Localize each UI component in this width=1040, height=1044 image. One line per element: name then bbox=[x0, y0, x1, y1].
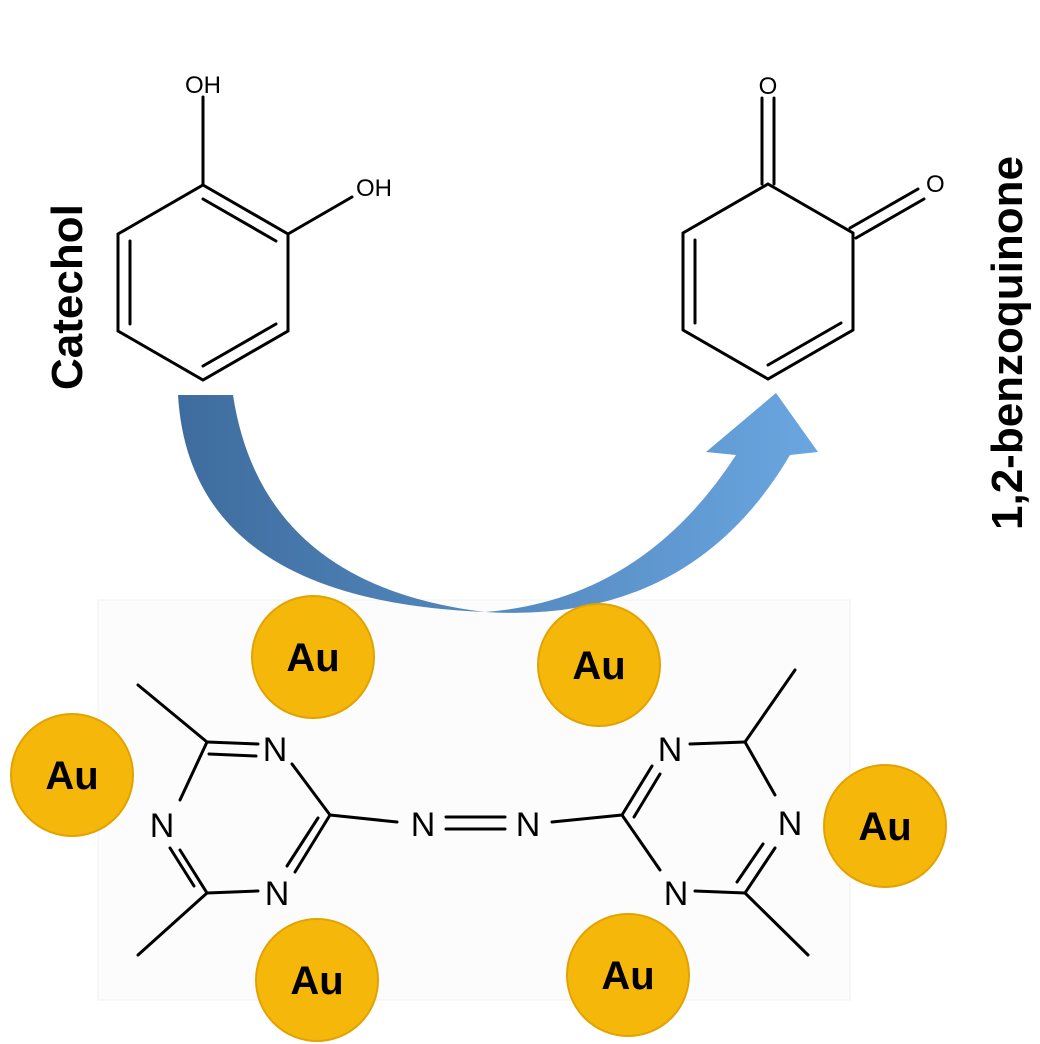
right-ring-n-top: N bbox=[658, 731, 683, 769]
gold-particle: Au bbox=[10, 713, 134, 837]
catechol-structure: OH OH bbox=[116, 72, 392, 382]
gold-particle-label: Au bbox=[858, 805, 911, 849]
left-ring-n-top: N bbox=[263, 731, 288, 769]
product-label: 1,2-benzoquinone bbox=[983, 156, 1032, 530]
catechol-oh-2: OH bbox=[356, 175, 392, 202]
gold-particle: Au bbox=[537, 603, 661, 727]
gold-particle-label: Au bbox=[290, 959, 343, 1003]
gold-particle: Au bbox=[251, 595, 375, 719]
left-ring-n-bottom: N bbox=[265, 875, 290, 913]
gold-particle-label: Au bbox=[572, 644, 625, 688]
gold-particle-label: Au bbox=[601, 954, 654, 998]
left-ring-n-mid: N bbox=[150, 807, 175, 845]
catalyst-molecule: N N N N N N N N bbox=[136, 668, 810, 957]
benzoquinone-o-1: O bbox=[759, 73, 778, 100]
catechol-oh-1: OH bbox=[185, 72, 221, 99]
reactant-label: Catechol bbox=[43, 204, 92, 390]
gold-particle: Au bbox=[823, 764, 947, 888]
right-ring-n-mid: N bbox=[778, 805, 803, 843]
gold-particle: Au bbox=[566, 913, 690, 1037]
gold-particle: Au bbox=[255, 918, 379, 1042]
reaction-arrow bbox=[178, 393, 818, 613]
gold-particle-label: Au bbox=[286, 636, 339, 680]
right-ring-n-bottom: N bbox=[664, 875, 689, 913]
catalyst-panel bbox=[97, 599, 851, 1001]
benzoquinone-structure: O O bbox=[681, 73, 945, 381]
benzoquinone-o-2: O bbox=[926, 171, 945, 198]
azo-n-right: N bbox=[516, 806, 541, 844]
gold-particles: Au Au Au Au Au Au bbox=[10, 595, 947, 1042]
azo-n-left: N bbox=[411, 806, 436, 844]
gold-particle-label: Au bbox=[45, 754, 98, 798]
